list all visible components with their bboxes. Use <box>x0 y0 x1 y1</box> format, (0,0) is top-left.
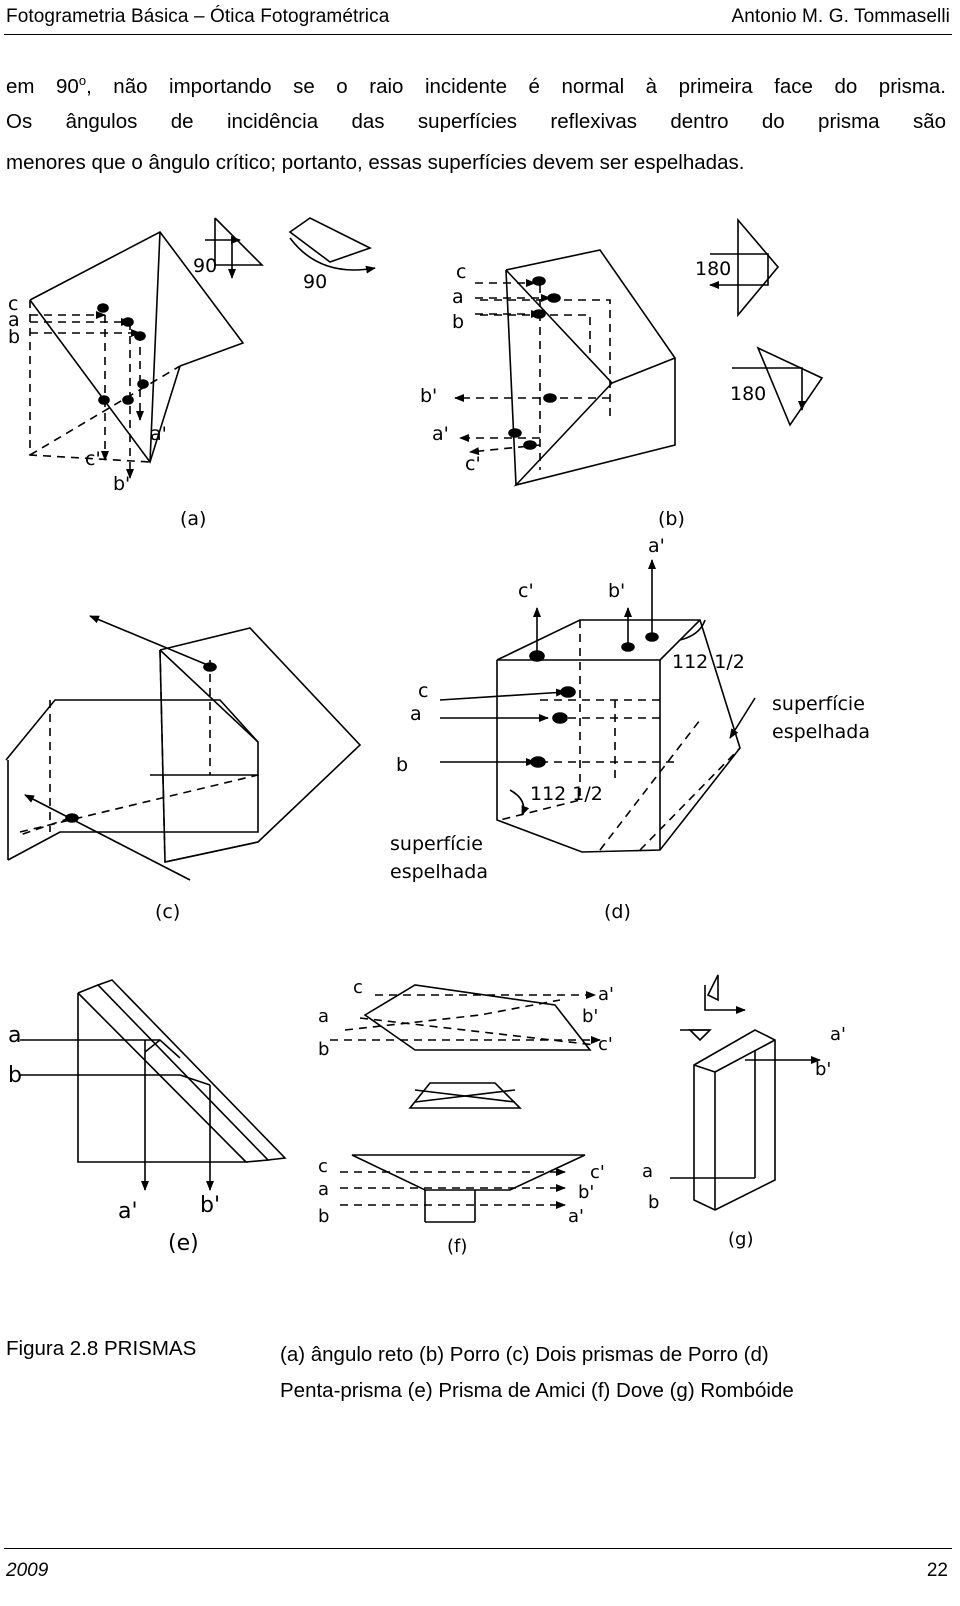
svg-text:c: c <box>418 680 428 702</box>
svg-text:c': c' <box>465 453 481 475</box>
prism-e-drawing <box>20 979 287 1191</box>
svg-text:180: 180 <box>730 383 766 405</box>
paragraph-line-3: menores que o ângulo crítico; portanto, … <box>6 151 745 174</box>
prism-b-drawing <box>454 217 824 487</box>
prism-d-drawing <box>439 559 756 853</box>
panel-g-label: (g) <box>728 1229 753 1250</box>
svg-text:b: b <box>452 311 464 333</box>
body-paragraph: em 90o, não importando se o raio inciden… <box>6 60 946 183</box>
svg-text:b': b' <box>578 1182 594 1203</box>
svg-text:a': a' <box>432 423 449 445</box>
prisms-figure: c a b c' a' b' 90 90 (a) c a b <box>5 217 870 1257</box>
prism-d-labels: c a b c' b' a' 112 1/2 112 1/2 superfíci… <box>390 535 870 923</box>
prism-g-drawing <box>670 974 821 1211</box>
paragraph-line-1: em 90o, não importando se o raio inciden… <box>6 73 947 98</box>
svg-text:a: a <box>318 1006 329 1027</box>
paragraph-line-2: Os ângulos de incidência das superfícies… <box>6 110 946 133</box>
svg-text:c': c' <box>518 580 534 602</box>
svg-text:a: a <box>8 309 20 331</box>
prism-g-labels: a' b' a b (g) <box>642 1024 846 1250</box>
svg-text:b: b <box>318 1039 329 1060</box>
svg-text:b': b' <box>608 580 625 602</box>
svg-text:c: c <box>456 261 466 283</box>
footer-year: 2009 <box>6 1560 49 1581</box>
svg-text:a': a' <box>568 1206 584 1227</box>
svg-text:a: a <box>318 1179 329 1200</box>
svg-text:b': b' <box>200 1193 220 1218</box>
svg-text:b': b' <box>420 385 437 407</box>
svg-text:a: a <box>8 1023 21 1048</box>
svg-text:a': a' <box>648 535 665 557</box>
svg-text:a: a <box>410 703 422 725</box>
svg-text:superfície: superfície <box>390 833 483 855</box>
prism-a-labels: c a b c' a' b' 90 90 (a) <box>8 255 327 530</box>
svg-text:c': c' <box>590 1162 605 1183</box>
page-number: 22 <box>926 1560 948 1581</box>
prism-c-drawing <box>5 615 362 881</box>
svg-text:b': b' <box>582 1006 598 1027</box>
svg-text:b: b <box>648 1192 659 1213</box>
svg-text:180: 180 <box>695 258 731 280</box>
svg-text:b': b' <box>815 1059 831 1080</box>
header-author: Antonio M. G. Tommaselli <box>731 6 950 27</box>
svg-text:superfície: superfície <box>772 693 865 715</box>
svg-text:a': a' <box>118 1199 138 1224</box>
header-rule <box>4 34 952 35</box>
prism-f-drawing <box>330 984 601 1223</box>
prism-e-labels: a b a' b' (e) <box>8 1023 220 1256</box>
header-title: Fotogrametria Básica – Ótica Fotogramétr… <box>6 6 390 27</box>
prism-f-labels: c a b a' b' c' c a b c' b' a' (f) <box>318 977 614 1257</box>
svg-text:112 1/2: 112 1/2 <box>530 783 603 805</box>
svg-text:c: c <box>318 1156 328 1177</box>
prism-a-drawing <box>29 217 376 479</box>
svg-text:a': a' <box>598 984 614 1005</box>
panel-a-label: (a) <box>180 508 206 530</box>
svg-text:90: 90 <box>303 271 327 293</box>
caption-line-1: (a) ângulo reto (b) Porro (c) Dois prism… <box>280 1343 769 1366</box>
svg-text:b: b <box>396 754 408 776</box>
svg-text:espelhada: espelhada <box>772 721 870 743</box>
svg-text:a: a <box>642 1161 653 1182</box>
svg-text:90: 90 <box>193 255 217 277</box>
svg-text:c': c' <box>598 1034 613 1055</box>
caption-line-2: Penta-prisma (e) Prisma de Amici (f) Dov… <box>280 1379 794 1402</box>
svg-text:b: b <box>8 326 20 348</box>
panel-e-label: (e) <box>168 1231 199 1256</box>
footer-rule <box>4 1548 952 1549</box>
svg-text:espelhada: espelhada <box>390 861 488 883</box>
svg-text:c: c <box>353 977 363 998</box>
svg-text:a: a <box>452 286 464 308</box>
svg-text:112 1/2: 112 1/2 <box>672 651 745 673</box>
prism-b-labels: c a b b' a' c' 180 180 (b) <box>420 258 766 530</box>
svg-text:c: c <box>8 293 18 315</box>
svg-text:b: b <box>8 1063 22 1088</box>
figure-caption-label: Figura 2.8 PRISMAS <box>6 1337 197 1360</box>
figure-caption: (a) ângulo reto (b) Porro (c) Dois prism… <box>280 1337 940 1409</box>
svg-text:c': c' <box>85 448 101 470</box>
svg-text:b: b <box>318 1206 329 1227</box>
svg-text:b': b' <box>113 473 130 495</box>
panel-d-label: (d) <box>604 901 631 923</box>
panel-b-label: (b) <box>658 508 685 530</box>
svg-text:a': a' <box>830 1024 846 1045</box>
panel-c-label: (c) <box>155 901 180 923</box>
panel-f-label: (f) <box>447 1236 467 1257</box>
svg-text:a': a' <box>150 423 167 445</box>
